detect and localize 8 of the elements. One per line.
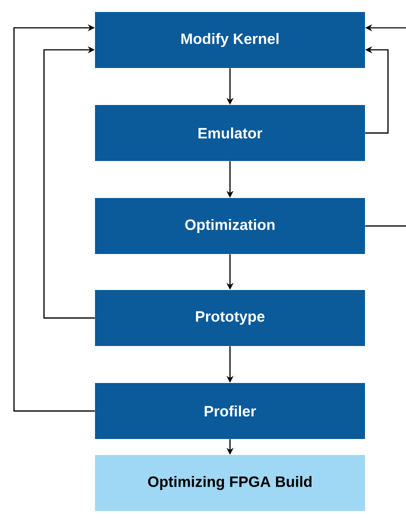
process-box: Emulator	[95, 105, 365, 161]
process-box: Profiler	[95, 383, 365, 439]
process-box: Modify Kernel	[95, 12, 365, 68]
output-box: Optimizing FPGA Build	[95, 455, 365, 511]
process-box: Prototype	[95, 290, 365, 346]
process-box: Optimization	[95, 198, 365, 254]
arrow	[43, 46, 95, 319]
arrow	[13, 24, 95, 412]
